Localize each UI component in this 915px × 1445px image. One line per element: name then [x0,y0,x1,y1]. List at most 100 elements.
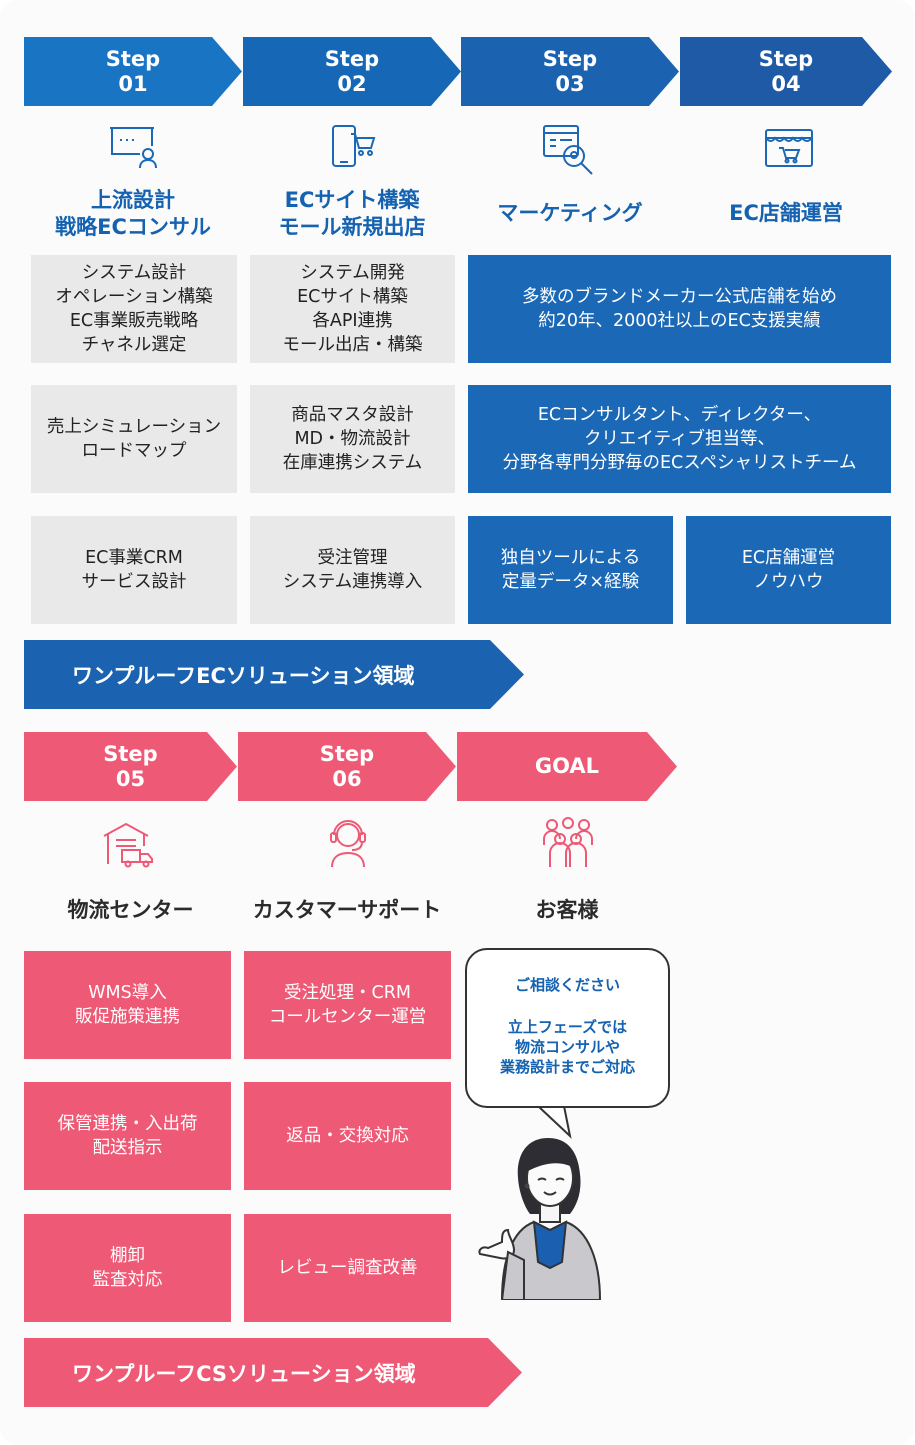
cell-line: 各API連携 [312,311,393,331]
step-label: Step [542,46,598,71]
online-shop-icon [765,129,813,167]
cell-line: チャネル選定 [81,335,187,356]
cell-line: MD・物流設計 [294,428,411,449]
cs-cell-r3-c2: レビュー調査改善 [244,1214,451,1322]
banner-text: ワンプルーフECソリューション領域 [72,663,415,688]
customers-group-icon [543,817,593,867]
title-line: お客様 [535,898,599,923]
cell-line: EC事業CRM [85,547,183,568]
cell-line: ECコンサルタント、ディレクター、 [537,404,822,425]
cell-line: 保管連携・入出荷 [57,1113,198,1134]
step-number: 02 [337,71,367,96]
cs-cell-r1-c2: 受注処理・CRM コールセンター運営 [244,951,451,1059]
cell-line: 約20年、2000社以上のEC支援実績 [538,311,821,331]
ec-cell-r3-c3: 独自ツールによる定量データ×経験 [468,516,673,624]
cell-line: ノウハウ [753,572,824,592]
cs-cell-r2-c2: 返品・交換対応 [244,1082,451,1190]
title-line: 上流設計 [90,187,175,212]
step-05-title: 物流センター [24,888,237,934]
bubble-line: 立上フェーズでは [507,1018,628,1036]
warehouse-truck-icon [103,822,153,868]
step-number: 04 [771,71,801,96]
cell-line: モール出店・構築 [282,335,423,356]
cell-line: 受注管理 [317,547,388,568]
step-label: Step [105,46,161,71]
consultant-woman-illustration [478,1138,602,1300]
ec-solution-banner: ワンプルーフECソリューション領域 [24,640,524,709]
title-line: モール新規出店 [278,215,426,239]
title-line: カスタマーサポート [252,898,442,923]
web-analytics-icon [543,125,593,175]
step-number: 03 [555,71,585,96]
cell-line: サービス設計 [81,572,187,592]
consult-bubble: ご相談ください 立上フェーズでは 物流コンサルや 業務設計までご対応 [465,948,670,1108]
ec-cell-r1-c2: システム開発 ECサイト構築各API連携モール出店・構築 [250,255,455,363]
cell-line: 在庫連携システム [282,453,423,474]
cs-cell-r3-c1: 棚卸監査対応 [24,1214,231,1322]
bubble-line: 物流コンサルや [514,1037,620,1056]
presentation-icon [110,127,157,169]
ec-cell-r2-c2: 商品マスタ設計 MD・物流設計在庫連携システム [250,385,455,493]
cell-line: システム開発 [300,262,405,283]
operator-headset-icon [330,820,366,868]
cell-line: 棚卸 [110,1245,145,1266]
banner-text: ワンプルーフCSソリューション領域 [72,1361,416,1386]
bubble-heading: ご相談ください [514,976,620,994]
cell-line: WMS導入 [88,982,167,1003]
step-03-title: マーケティング [461,182,679,246]
cell-line: EC事業販売戦略 [69,311,199,331]
step-02-title: ECサイト構築モール新規出店 [243,182,461,246]
ec-cell-r2-c34: ECコンサルタント、ディレクター、クリエイティブ担当等、分野各専門分野毎のECス… [468,385,891,493]
cell-line: クリエイティブ担当等、 [583,428,776,449]
step-01-title: 上流設計戦略ECコンサル [24,182,242,246]
bubble-line: 業務設計までご対応 [499,1057,635,1076]
cell-line: システム連携導入 [282,572,423,592]
ec-cell-r3-c2: 受注管理システム連携導入 [250,516,455,624]
goal-arrow: GOAL [457,732,677,801]
title-line: ECサイト構築 [284,187,420,212]
cell-line: 分野各専門分野毎のECスペシャリストチーム [502,453,857,474]
cell-line: システム設計 [81,262,187,283]
cell-line: 商品マスタ設計 [291,404,414,425]
title-line: 物流センター [67,898,194,923]
step-number: 01 [118,71,148,96]
cell-line: 返品・交換対応 [286,1125,409,1146]
cell-line: 多数のブランドメーカー公式店舗を始め [522,286,837,307]
title-line: EC店舗運営 [729,201,843,226]
cell-line: 独自ツールによる [500,547,641,568]
cell-line: 販促施策連携 [75,1007,180,1027]
cell-line: 受注処理・CRM [284,982,411,1003]
step-label: Step [319,741,375,766]
step-06-title: カスタマーサポート [238,888,456,934]
cell-line: オペレーション構築 [55,286,213,307]
ec-cell-r1-c1: システム設計オペレーション構築 EC事業販売戦略チャネル選定 [31,255,237,363]
step-label: Step [758,46,814,71]
goal-title: お客様 [457,888,677,934]
ec-cell-r2-c1: 売上シミュレーションロードマップ [31,385,237,493]
cell-line: ECサイト構築 [297,286,408,307]
cell-line: ロードマップ [81,441,187,461]
cell-line: 配送指示 [92,1138,163,1158]
cs-cell-r1-c1: WMS導入販促施策連携 [24,951,231,1059]
cs-cell-r2-c1: 保管連携・入出荷配送指示 [24,1082,231,1190]
step-04-title: EC店舗運営 [680,182,892,246]
cell-line: レビュー調査改善 [277,1257,418,1278]
cell-line: 売上シミュレーション [46,416,222,437]
title-line: 戦略ECコンサル [55,215,211,239]
ec-cell-r3-c1: EC事業CRM サービス設計 [31,516,237,624]
ec-cell-r3-c4: EC店舗運営ノウハウ [686,516,891,624]
ec-cell-r1-c34: 多数のブランドメーカー公式店舗を始め約20年、2000社以上のEC支援実績 [468,255,891,363]
cs-solution-banner: ワンプルーフCSソリューション領域 [24,1338,522,1407]
step-number: 05 [115,766,146,791]
smartphone-cart-icon [332,125,376,167]
cell-line: コールセンター運営 [268,1007,427,1027]
step-label: Step [103,741,158,766]
cell-line: EC店舗運営 [741,547,836,568]
